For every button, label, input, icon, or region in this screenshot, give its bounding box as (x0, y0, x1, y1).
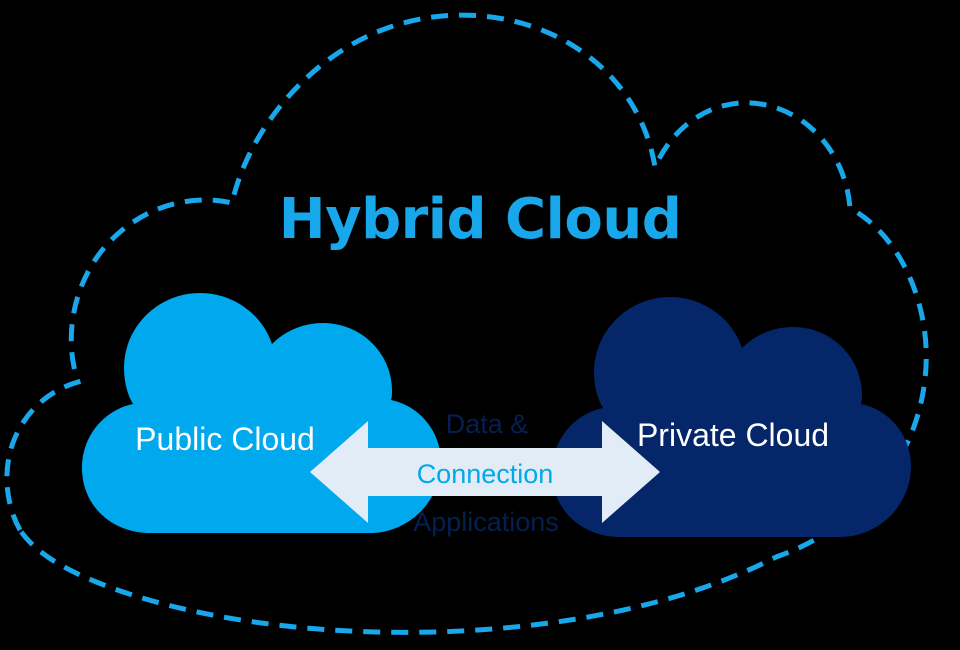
private-cloud-label: Private Cloud (637, 417, 829, 453)
public-cloud-shape (82, 293, 441, 533)
connector-top-label: Data & (446, 409, 529, 439)
diagram-title: Hybrid Cloud (279, 187, 682, 252)
connection-arrow-shape (310, 421, 660, 523)
connection-arrow-label: Connection (417, 459, 554, 489)
public-cloud-node[interactable]: Public Cloud (82, 293, 441, 533)
connector-bottom-label: Applications (413, 507, 559, 537)
connection-arrow[interactable]: Connection (310, 421, 660, 523)
public-cloud-label: Public Cloud (135, 421, 315, 457)
hybrid-cloud-boundary-path (4, 12, 929, 635)
